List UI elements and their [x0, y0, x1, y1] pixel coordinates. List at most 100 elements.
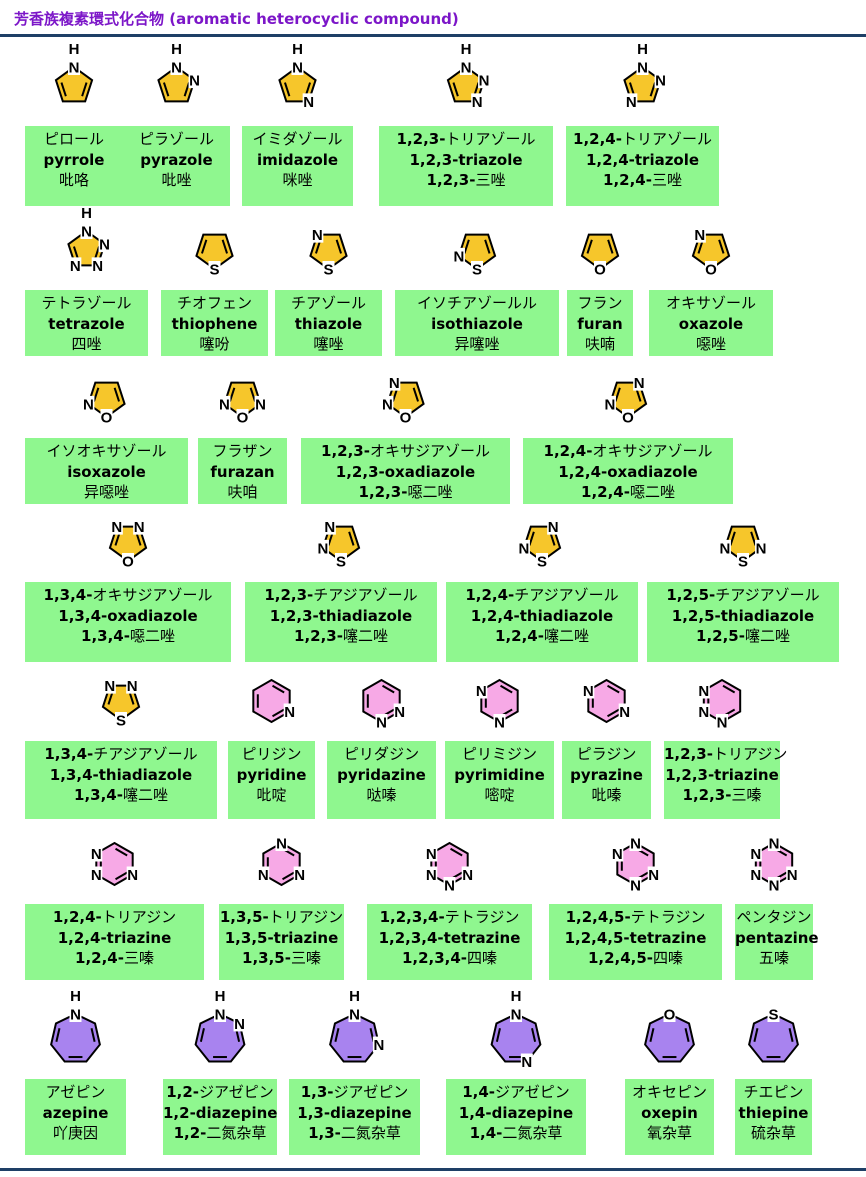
atom-label: N — [756, 540, 767, 557]
japanese-name-text: チアジアゾール — [514, 586, 619, 604]
atom-label: N — [92, 258, 103, 275]
hydrogen-label: H — [511, 988, 522, 1005]
chinese-name-text: 噻吩 — [199, 335, 230, 353]
structure-diagram: NHN — [329, 988, 385, 1063]
japanese-name-text: トリアジン — [101, 908, 177, 926]
double-bond — [607, 708, 620, 718]
atom-label: N — [426, 846, 437, 863]
english-name: 1,2,4,5-tetrazine — [564, 928, 707, 947]
japanese-name: 1,2,3,4-テトラジン — [367, 907, 532, 928]
atom-label: N — [548, 519, 559, 536]
hydrogen-label: H — [70, 988, 81, 1005]
english-name: imidazole — [256, 150, 339, 169]
atom-label-bg — [69, 1006, 82, 1022]
english-name: 1,2,4-thiadiazole — [470, 606, 614, 625]
structure-diagram: NN — [475, 678, 519, 732]
atom-label: N — [769, 878, 780, 895]
japanese-name: 1,2,3-チアジアゾール — [245, 585, 437, 606]
atom-label: N — [619, 704, 630, 721]
atom-label-bg — [461, 866, 474, 883]
chinese-name: 四唑 — [25, 334, 148, 355]
chinese-name-text: 吡嗪 — [591, 786, 622, 804]
locant-prefix: 1,2- — [173, 1124, 207, 1142]
japanese-name: チオフェン — [161, 293, 268, 314]
chinese-name: 噁唑 — [649, 334, 773, 355]
chinese-name-text: 哒嗪 — [366, 786, 397, 804]
locant-prefix: 1,3,4- — [44, 745, 94, 763]
double-bond — [284, 82, 291, 97]
atom-label: N — [694, 227, 705, 244]
locant-prefix: 1,2,4- — [543, 442, 593, 460]
locant-prefix: 1,3- — [300, 1083, 334, 1101]
chinese-name-text: 硫杂草 — [750, 1124, 796, 1142]
chinese-name-text: 吡唑 — [161, 171, 192, 189]
chinese-name-text: 五嗪 — [758, 949, 789, 967]
chinese-name: 呋咱 — [198, 482, 287, 503]
japanese-name-text: チアジアゾール — [93, 745, 198, 763]
locant-prefix: 1,4- — [462, 1083, 496, 1101]
atom-label-bg — [786, 866, 799, 883]
locant-prefix: 1,2,3- — [396, 130, 446, 148]
japanese-name: 1,2,4-チアジアゾール — [446, 585, 638, 606]
atom-label-bg — [375, 714, 388, 730]
atom-label: N — [134, 519, 145, 536]
hydrogen-label: H — [637, 41, 648, 58]
japanese-name: 1,3-ジアゼピン — [289, 1082, 420, 1103]
atom-label: N — [255, 396, 266, 413]
chinese-name: 吡咯 — [25, 170, 123, 191]
atom-label: N — [637, 60, 648, 77]
japanese-name: オキサゾール — [649, 293, 773, 314]
locant-prefix: 1,2,3,4- — [379, 908, 445, 926]
double-bond — [750, 531, 757, 546]
chinese-name: 1,2,3-噻二唑 — [245, 626, 437, 647]
atom-label: N — [189, 73, 200, 90]
atom-label-bg — [100, 409, 113, 425]
double-bond — [452, 82, 459, 97]
double-bond — [500, 684, 513, 694]
atom-label-bg — [618, 703, 631, 720]
chinese-name: 1,2-二氮杂草 — [163, 1123, 277, 1144]
chinese-name: 1,2,3-噁二唑 — [301, 482, 510, 503]
japanese-name-text: オキサジアゾール — [369, 442, 490, 460]
japanese-name-text: ジアゼピン — [495, 1083, 570, 1101]
chinese-name-text: 异噻唑 — [454, 335, 500, 353]
chinese-name: 异噁唑 — [25, 482, 188, 503]
chinese-name-text: 吡啶 — [256, 786, 287, 804]
atom-label-bg — [471, 93, 484, 110]
atom-label-bg — [208, 261, 221, 277]
atom-label: N — [234, 1016, 245, 1033]
atom-label-bg — [291, 59, 304, 75]
atom-label: N — [111, 519, 122, 536]
locant-prefix: 1,2,4- — [573, 130, 622, 148]
atom-label: N — [258, 867, 269, 884]
english-name: 1,2-diazepine — [163, 1103, 278, 1122]
atom-label-bg — [443, 877, 456, 893]
japanese-name-text: フラン — [577, 294, 623, 312]
atom-label-bg — [90, 866, 103, 883]
atom-label: N — [476, 683, 487, 700]
double-bond — [649, 1027, 655, 1042]
locant-prefix: 1,3,4- — [43, 586, 93, 604]
japanese-name: 1,2,3-トリアジン — [664, 744, 787, 765]
english-name: pyrazine — [570, 765, 643, 784]
atom-label: O — [400, 410, 412, 427]
atom-label-bg — [218, 395, 231, 412]
locant-prefix: 1,3,4- — [74, 786, 123, 804]
japanese-name: 1,2,4,5-テトラジン — [549, 907, 722, 928]
japanese-name-text: ピラゾール — [138, 130, 214, 148]
japanese-name: 1,3,5-トリアジン — [219, 907, 344, 928]
atom-label: N — [69, 60, 80, 77]
chinese-name-text: 三嗪 — [123, 949, 154, 967]
double-bond — [450, 847, 463, 857]
locant-prefix: 1,2,3- — [294, 627, 343, 645]
